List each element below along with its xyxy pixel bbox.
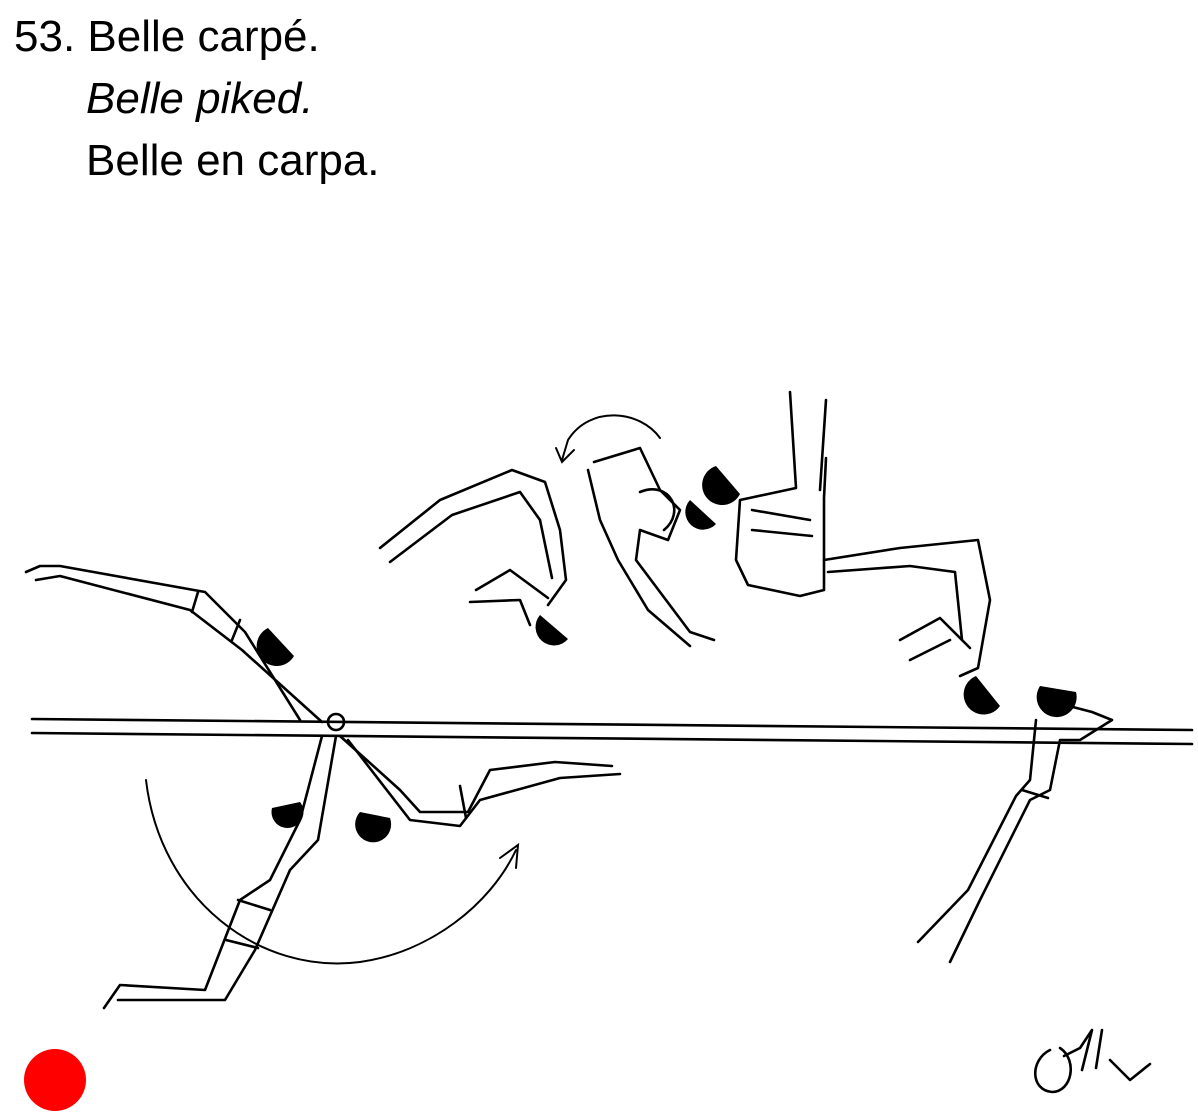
- red-marker-dot: [24, 1049, 86, 1111]
- horizontal-bar: [32, 719, 1192, 744]
- gymnast-figure-1: [26, 566, 322, 722]
- gymnast-figure-2: [104, 736, 336, 1008]
- gymnast-figure-4: [380, 470, 568, 645]
- gymnast-figure-5: [588, 448, 716, 646]
- gymnast-figure-3: [340, 736, 620, 842]
- rotation-arc-icon: [146, 780, 518, 963]
- artist-signature: [1035, 1030, 1150, 1092]
- gymnast-figure-7: [824, 540, 1000, 714]
- gymnast-figure-6: [702, 392, 826, 596]
